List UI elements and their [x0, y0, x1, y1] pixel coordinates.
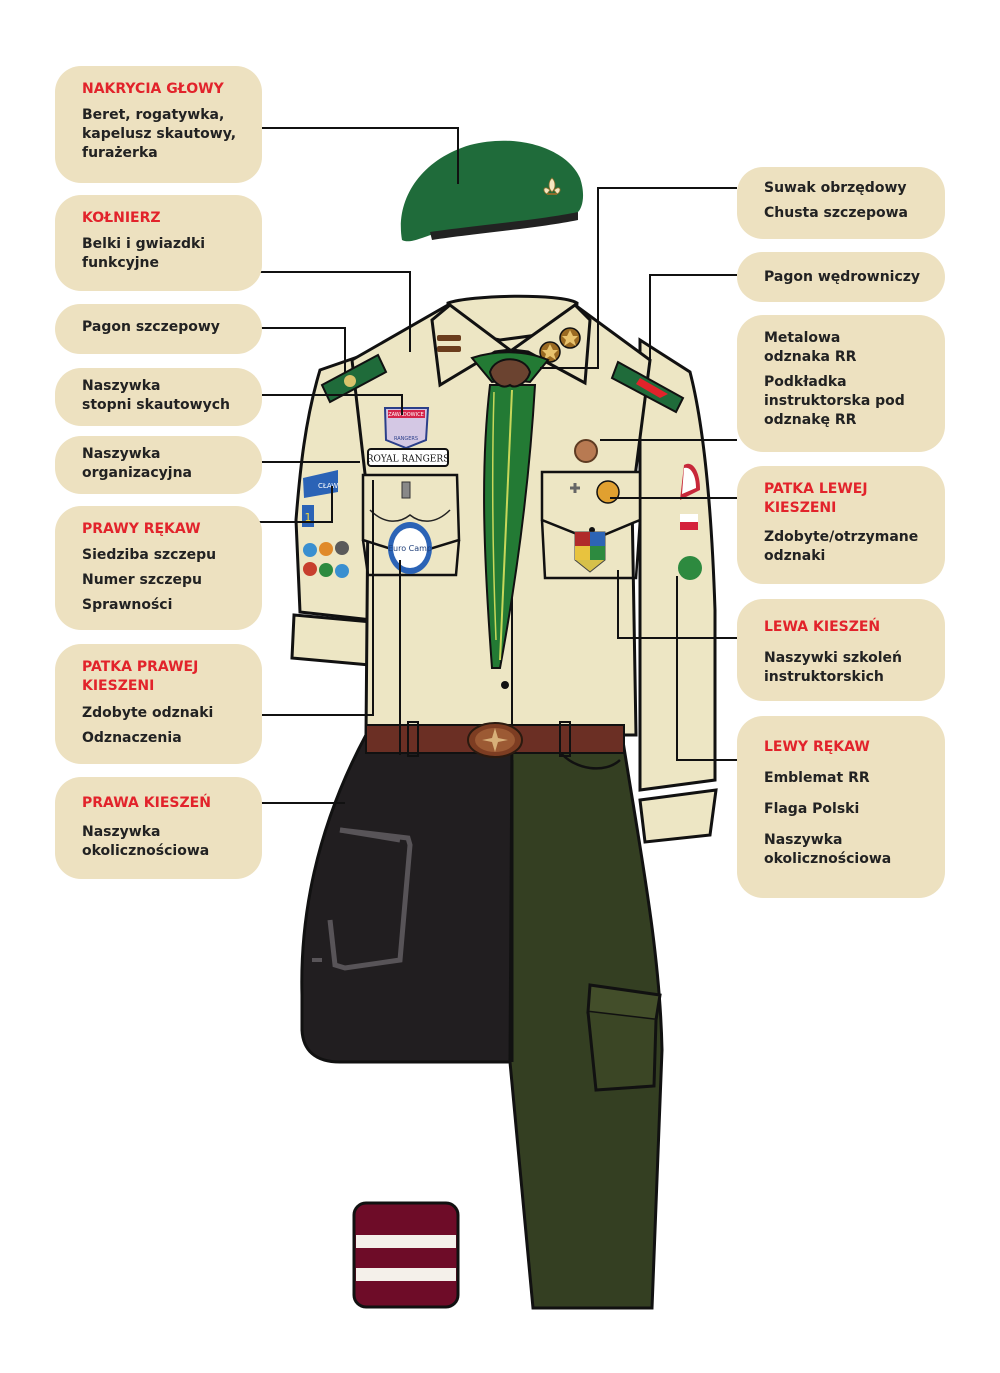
royal-rangers-patch: ROYAL RANGERS — [367, 448, 450, 467]
label-title: PATKA LEWEJ KIESZENI — [764, 480, 923, 518]
label-line: organizacyjna — [82, 465, 192, 481]
label-pagon-szczepowy: Pagon szczepowy — [55, 304, 262, 354]
label-line: okolicznościowa — [82, 843, 210, 859]
label-prawa-kieszen: PRAWA KIESZEŃ Naszywka okolicznościowa — [55, 777, 262, 879]
label-item: Odznaczenia — [82, 730, 182, 746]
label-lewa-kieszen: LEWA KIESZEŃ Naszywki szkoleń instruktor… — [737, 599, 945, 701]
label-line: kapelusz skautowy, — [82, 126, 237, 142]
label-line: Zdobyte/otrzymane — [764, 529, 919, 545]
label-item: Zdobyte odznaki — [82, 705, 214, 721]
label-item: Siedziba szczepu — [82, 547, 217, 563]
label-lewy-rekaw: LEWY RĘKAW Emblemat RR Flaga Polski Nasz… — [737, 716, 945, 898]
label-line: funkcyjne — [82, 255, 160, 271]
label-metalowa-odznaka: Metalowa odznaka RR Podkładka instruktor… — [737, 315, 945, 452]
label-patka-lewej-kieszeni: PATKA LEWEJ KIESZENI Zdobyte/otrzymane o… — [737, 466, 945, 584]
label-line: Naszywka — [82, 378, 161, 394]
label-title: PRAWA KIESZEŃ — [82, 795, 211, 811]
beret — [400, 140, 584, 242]
rangers-text: RANGERS — [394, 436, 418, 442]
label-line: odznakę RR — [764, 412, 857, 428]
label-item: Chusta szczepowa — [764, 205, 908, 221]
label-title-line: PATKA PRAWEJ — [82, 659, 199, 675]
label-naszywka-organizacyjna: Naszywka organizacyjna — [55, 436, 262, 494]
label-title: LEWA KIESZEŃ — [764, 619, 881, 635]
royal-rangers-text: ROYAL RANGERS — [367, 455, 450, 465]
label-item: okolicznościowa — [764, 851, 892, 867]
fleur-de-lis-icon — [543, 177, 561, 195]
label-line: odznaka RR — [764, 349, 857, 365]
left-sleeve-patches — [678, 463, 702, 580]
label-line: furażerka — [82, 145, 158, 161]
label-line: Beret, rogatywka, — [82, 107, 225, 123]
compass-buckle-icon — [467, 722, 523, 758]
label-item: Sprawności — [82, 597, 173, 613]
label-patka-prawej-kieszeni: PATKA PRAWEJ KIESZENI Zdobyte odznaki Od… — [55, 644, 262, 764]
euro-camp-text: Euro Camp — [388, 544, 432, 553]
label-title: NAKRYCIA GŁOWY — [82, 81, 224, 97]
label-kolnierz: KOŁNIERZ Belki i gwiazdki funkcyjne — [55, 195, 262, 291]
claw-text: CŁAW — [318, 482, 338, 490]
label-nakrycia-glowy: NAKRYCIA GŁOWY Beret, rogatywka, kapelus… — [55, 66, 262, 183]
label-line: Naszywka — [82, 446, 161, 462]
label-title: LEWY RĘKAW — [764, 739, 870, 755]
label-item: Numer szczepu — [82, 572, 202, 588]
zawadowice-text: ZAWADOWICE — [388, 412, 424, 418]
label-title-line: KIESZENI — [82, 678, 155, 694]
shirt: Euro Camp ZAWADOWICE RANGERS ROYAL RANGE… — [290, 294, 718, 844]
label-title: PATKA PRAWEJ KIESZENI — [82, 658, 240, 696]
euro-camp-patch: Euro Camp — [388, 522, 432, 574]
label-line: Pagon szczepowy — [82, 319, 220, 335]
label-naszywka-stopni: Naszywka stopni skautowych — [55, 368, 262, 426]
label-line: Pagon wędrowniczy — [764, 269, 921, 285]
label-title-line: PATKA LEWEJ — [764, 481, 868, 497]
label-line: stopni skautowych — [82, 397, 230, 413]
trousers — [300, 733, 664, 1310]
label-line: Naszywki szkoleń — [764, 650, 902, 666]
label-item: Suwak obrzędowy — [764, 180, 907, 196]
label-line: instruktorska pod — [764, 393, 905, 409]
label-line: Naszywka — [82, 824, 161, 840]
rangers-rank-patch: ZAWADOWICE RANGERS — [383, 407, 430, 450]
label-title-line: KIESZENI — [764, 500, 837, 516]
label-suwak-chusta: Suwak obrzędowy Chusta szczepowa — [737, 167, 945, 239]
label-item: Naszywka — [764, 832, 843, 848]
label-line: Metalowa — [764, 330, 841, 346]
label-title: PRAWY RĘKAW — [82, 521, 201, 537]
label-item: Emblemat RR — [764, 770, 870, 786]
label-item: Flaga Polski — [764, 801, 860, 817]
number-patch-text: 1 — [305, 511, 312, 524]
connector-lines — [249, 127, 737, 804]
label-line: odznaki — [764, 548, 826, 564]
label-line: instruktorskich — [764, 669, 884, 685]
label-prawy-rekaw: PRAWY RĘKAW Siedziba szczepu Numer szcze… — [55, 506, 262, 630]
label-line: Podkładka — [764, 374, 847, 390]
label-pagon-wedrowniczy: Pagon wędrowniczy — [737, 252, 945, 302]
sock — [352, 1201, 460, 1309]
label-line: Belki i gwiazdki — [82, 236, 206, 252]
label-title: KOŁNIERZ — [82, 210, 161, 226]
